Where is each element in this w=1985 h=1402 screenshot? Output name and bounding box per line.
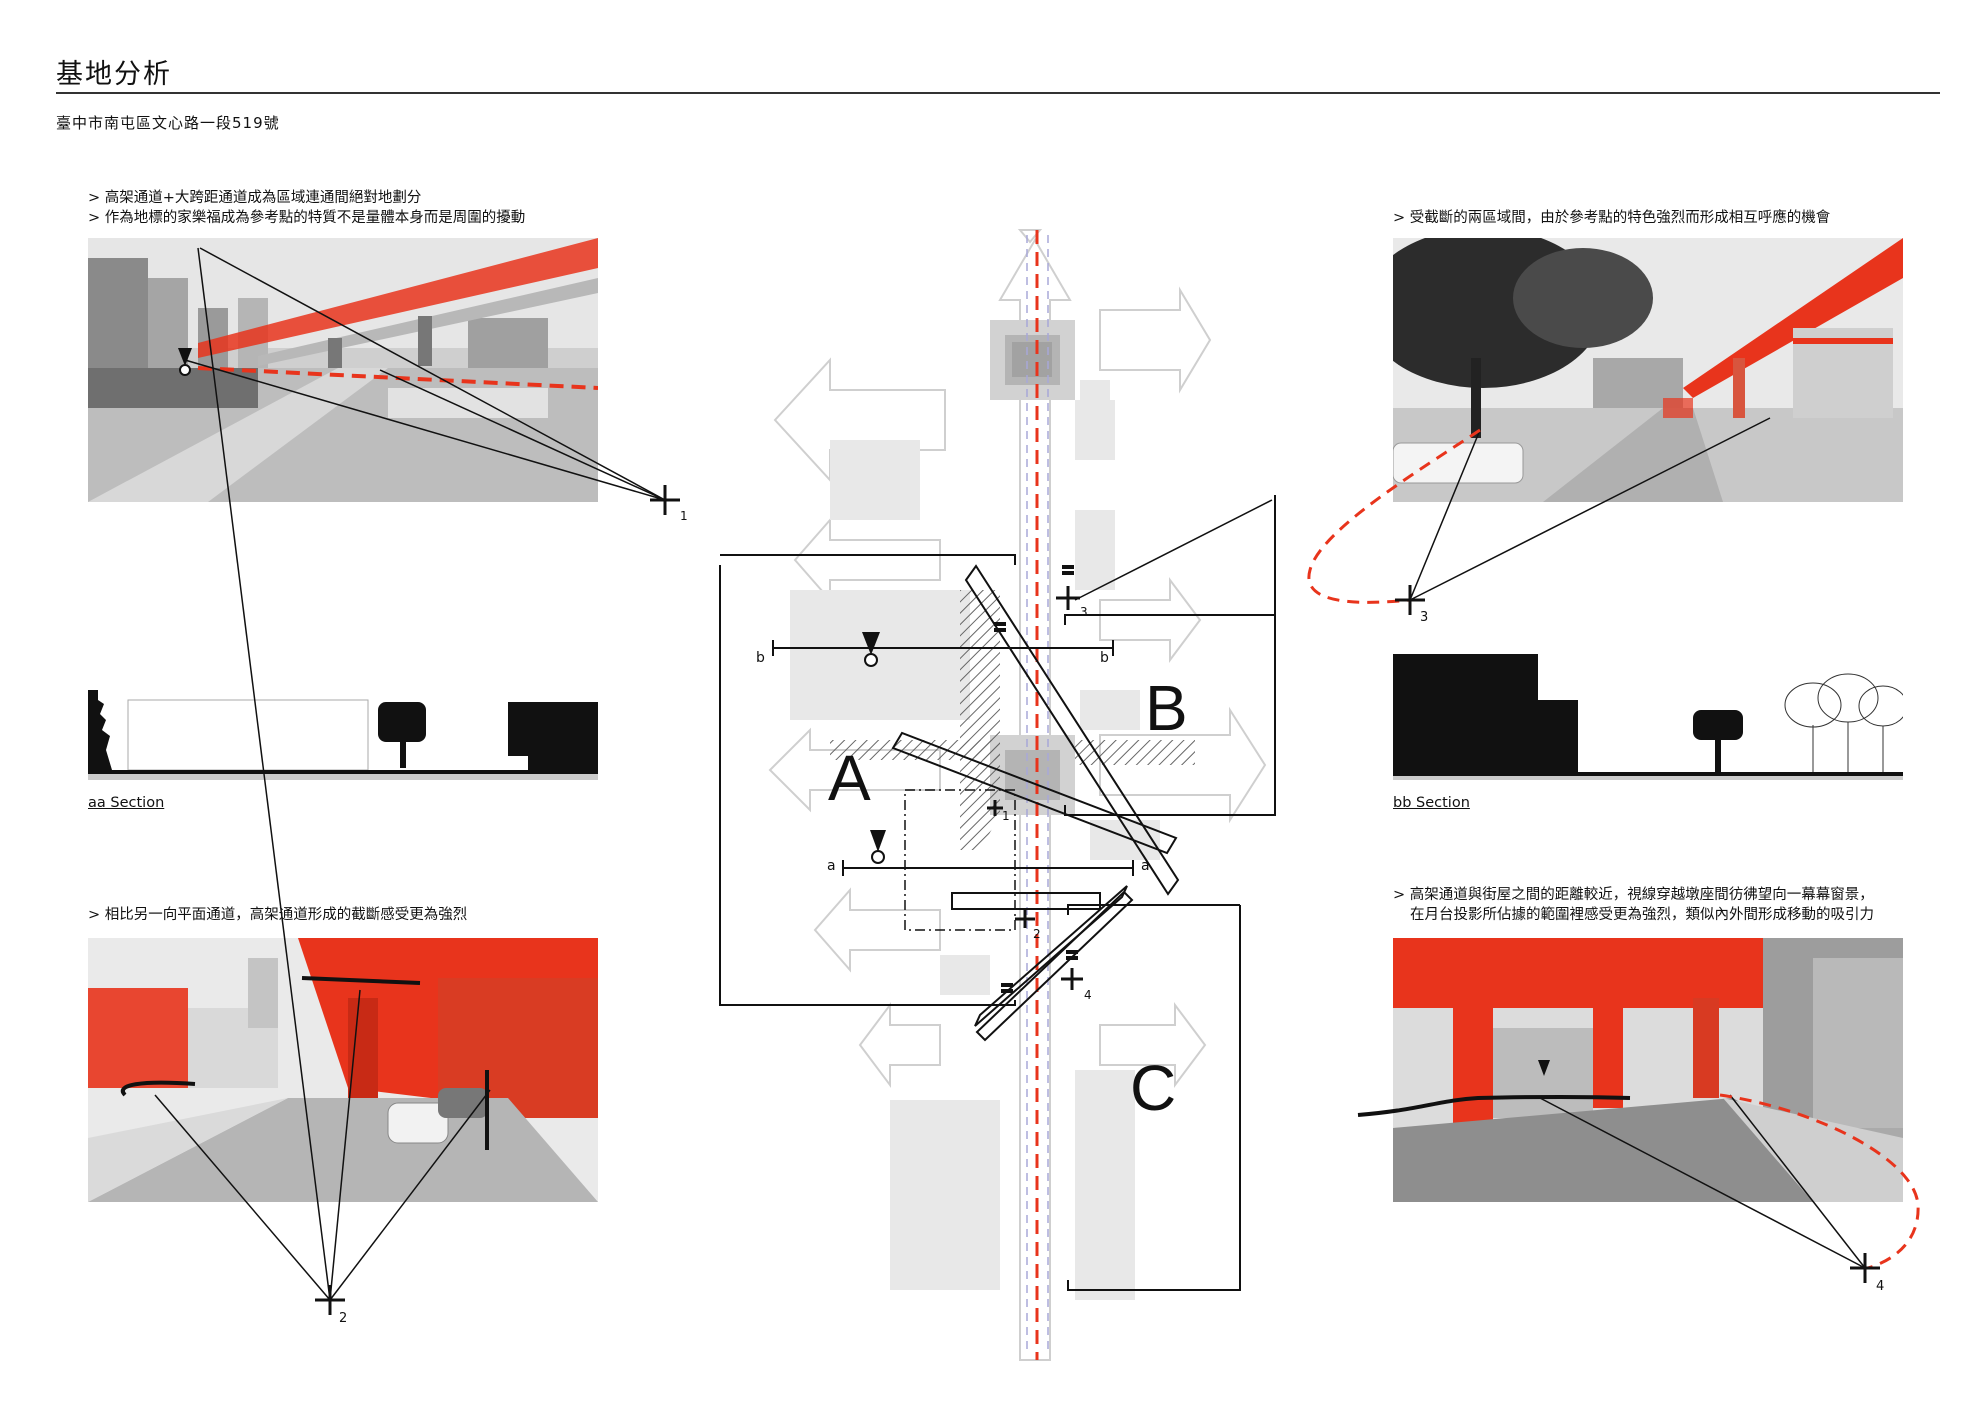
map-marker-label-2: 2 xyxy=(1033,927,1041,941)
section-bb-label: bb Section xyxy=(1393,795,1470,811)
title-divider xyxy=(56,92,1940,94)
zone-label-b: B xyxy=(1145,672,1188,744)
map-marker-label-3: 3 xyxy=(1080,605,1088,619)
zone-label-a: A xyxy=(828,742,871,814)
note-top-right: > 受截斷的兩區域間，由於參考點的特色強烈而形成相互呼應的機會 xyxy=(1393,210,1831,226)
note-bottom-right-1: > 高架通道與街屋之間的距離較近，視線穿越墩座間彷彿望向一幕幕窗景， xyxy=(1393,887,1874,903)
photo-viaduct-street xyxy=(88,238,598,502)
viewpoint-label-4: 4 xyxy=(1876,1279,1884,1294)
cut-label-a-right: a xyxy=(1141,858,1150,874)
map-marker-label-4: 4 xyxy=(1084,988,1092,1002)
note-top-left-1: > 高架通道+大跨距通道成為區域連通間絕對地劃分 xyxy=(88,190,422,206)
zone-label-c: C xyxy=(1130,1052,1176,1124)
site-address: 臺中市南屯區文心路一段519號 xyxy=(56,114,280,132)
photo-viaduct-corridor xyxy=(1393,938,1903,1202)
section-aa-label: aa Section xyxy=(88,795,165,811)
map-marker-label-1: 1 xyxy=(1002,809,1010,823)
note-top-left-2: > 作為地標的家樂福成為參考點的特質不是量體本身而是周圍的擾動 xyxy=(88,210,526,226)
viewpoint-label-1: 1 xyxy=(680,509,688,523)
viewpoint-label-2: 2 xyxy=(339,1311,347,1326)
photo-tree-viaduct xyxy=(1393,238,1903,502)
note-bottom-right-2: 在月台投影所佔據的範圍裡感受更為強烈，類似內外間形成移動的吸引力 xyxy=(1410,907,1874,923)
section-bb-drawing xyxy=(1393,650,1908,780)
photo-under-viaduct xyxy=(88,938,598,1202)
cut-label-a-left: a xyxy=(827,858,836,874)
cut-label-b-left: b xyxy=(756,650,765,666)
page-title: 基地分析 xyxy=(56,59,172,90)
viewpoint-label-3: 3 xyxy=(1420,610,1428,625)
section-aa-drawing xyxy=(88,690,598,780)
cut-label-b-right: b xyxy=(1100,650,1109,666)
note-bottom-left: > 相比另一向平面通道，高架通道形成的截斷感受更為強烈 xyxy=(88,907,468,923)
